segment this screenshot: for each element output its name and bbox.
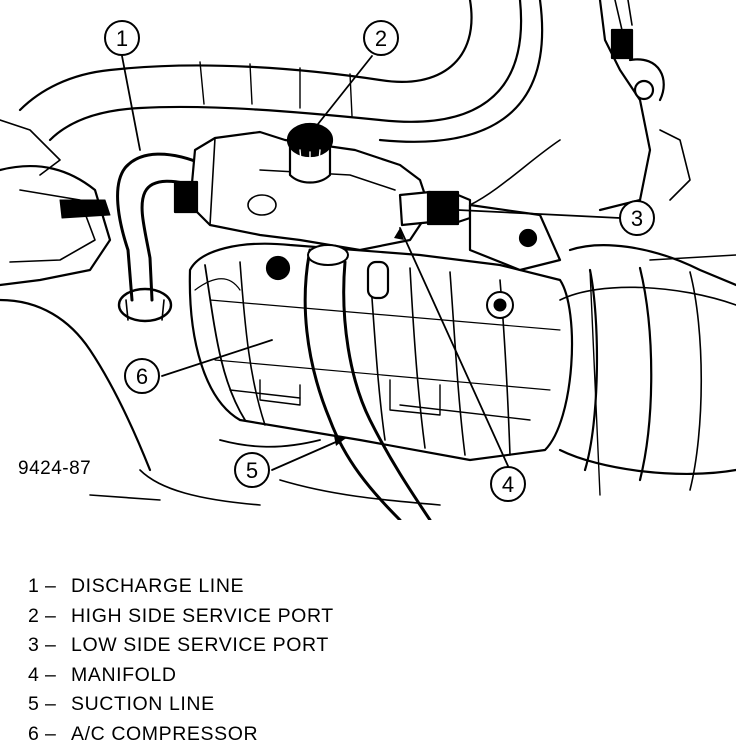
legend-separator: –: [45, 663, 57, 686]
legend-number: 4: [28, 663, 40, 686]
callout-4: 4: [490, 466, 526, 502]
callout-2-number: 2: [375, 26, 387, 51]
suction-line-drawing: [303, 244, 432, 520]
legend-number: 3: [28, 634, 40, 657]
low-side-port-drawing: [398, 190, 472, 227]
callout-6: 6: [124, 358, 160, 394]
callout-5: 5: [234, 452, 270, 488]
legend-number: 2: [28, 604, 40, 627]
legend-number: 6: [28, 722, 40, 745]
legend-item: 6–A/C COMPRESSOR: [28, 720, 334, 750]
legend-label: LOW SIDE SERVICE PORT: [71, 634, 329, 657]
legend-separator: –: [45, 693, 57, 716]
compressor-illustration: 1 2 3 4 5 6: [0, 0, 736, 520]
callout-2: 2: [363, 20, 399, 56]
legend-number: 1: [28, 575, 40, 597]
high-side-port-drawing: [286, 122, 334, 184]
legend-number: 5: [28, 693, 40, 716]
legend-label: A/C COMPRESSOR: [71, 722, 259, 745]
leader-5: [271, 437, 346, 471]
callout-1: 1: [104, 20, 140, 56]
manifold-drawing: [173, 130, 432, 252]
leader-4: [399, 227, 509, 467]
callout-4-number: 4: [502, 472, 514, 497]
compressor-body-drawing: [188, 242, 574, 462]
leader-3: [457, 209, 621, 219]
figure-id: 9424-87: [18, 458, 92, 479]
legend-separator: –: [45, 604, 57, 627]
legend-label: HIGH SIDE SERVICE PORT: [71, 604, 334, 627]
lower-frame-drawing: [89, 439, 441, 506]
wiring-bracket-drawing: [468, 0, 691, 272]
leader-6: [161, 339, 273, 377]
legend-label: MANIFOLD: [71, 663, 177, 686]
engine-bracket-drawing: [0, 119, 152, 472]
legend-separator: –: [45, 722, 57, 745]
legend-item: 2–HIGH SIDE SERVICE PORT: [28, 602, 334, 632]
leader-2: [317, 55, 373, 125]
callout-leaders: [121, 55, 621, 471]
air-duct-drawing: [18, 0, 544, 143]
leader-arrowheads: [334, 228, 404, 446]
callout-1-number: 1: [116, 26, 128, 51]
callout-6-number: 6: [136, 364, 148, 389]
callout-3: 3: [619, 200, 655, 236]
compressor-pulley-drawing: [558, 244, 736, 496]
legend-label: SUCTION LINE: [71, 693, 215, 716]
legend-label: DISCHARGE LINE: [71, 575, 245, 597]
leader-1: [121, 55, 141, 151]
legend-item: 5–SUCTION LINE: [28, 690, 334, 720]
legend-item: 4–MANIFOLD: [28, 661, 334, 691]
legend-separator: –: [45, 575, 57, 597]
legend-separator: –: [45, 634, 57, 657]
legend-item: 1–DISCHARGE LINE: [28, 572, 334, 602]
callout-5-number: 5: [246, 458, 258, 483]
legend-item: 3–LOW SIDE SERVICE PORT: [28, 631, 334, 661]
callout-3-number: 3: [631, 206, 643, 231]
legend-list: 1–DISCHARGE LINE 2–HIGH SIDE SERVICE POR…: [28, 572, 334, 750]
